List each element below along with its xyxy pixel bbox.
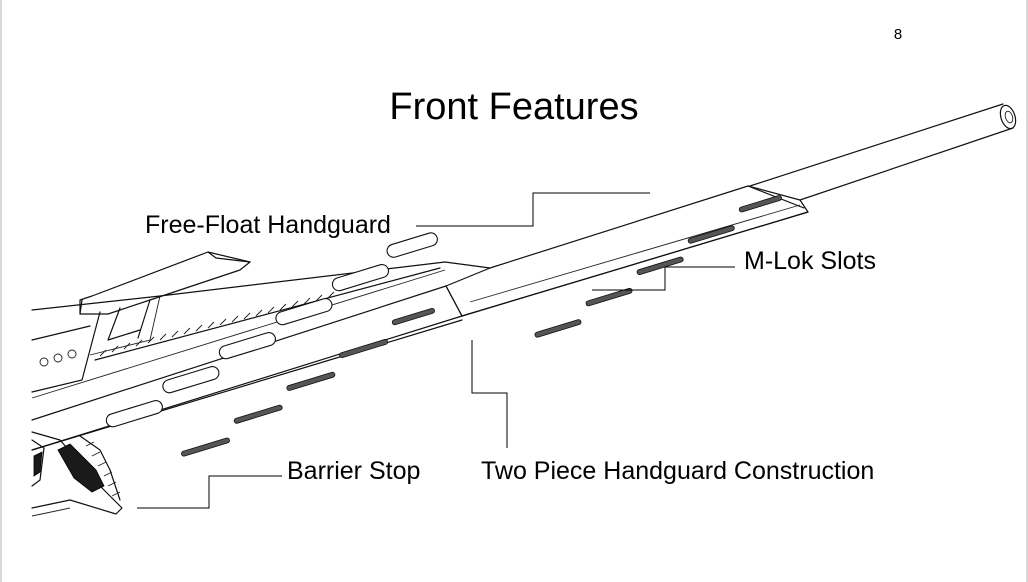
- free-float-leader: [416, 192, 650, 227]
- slide-title: Front Features: [389, 86, 639, 128]
- barrier-stop: [31, 431, 123, 517]
- barrel: [749, 103, 1017, 201]
- mlok-slots-label: M-Lok Slots: [744, 247, 876, 275]
- two-piece-handguard-label: Two Piece Handguard Construction: [481, 457, 875, 485]
- barrier-stop-leader: [137, 475, 282, 509]
- two-piece-leader: [471, 340, 508, 448]
- optic-mount: [31, 251, 251, 393]
- barrier-stop-label: Barrier Stop: [287, 457, 421, 485]
- front-handguard: [445, 185, 809, 317]
- mlok-leader: [592, 266, 735, 291]
- free-float-handguard-label: Free-Float Handguard: [145, 211, 391, 239]
- page-number: 8: [893, 26, 903, 43]
- rear-handguard: [31, 195, 782, 457]
